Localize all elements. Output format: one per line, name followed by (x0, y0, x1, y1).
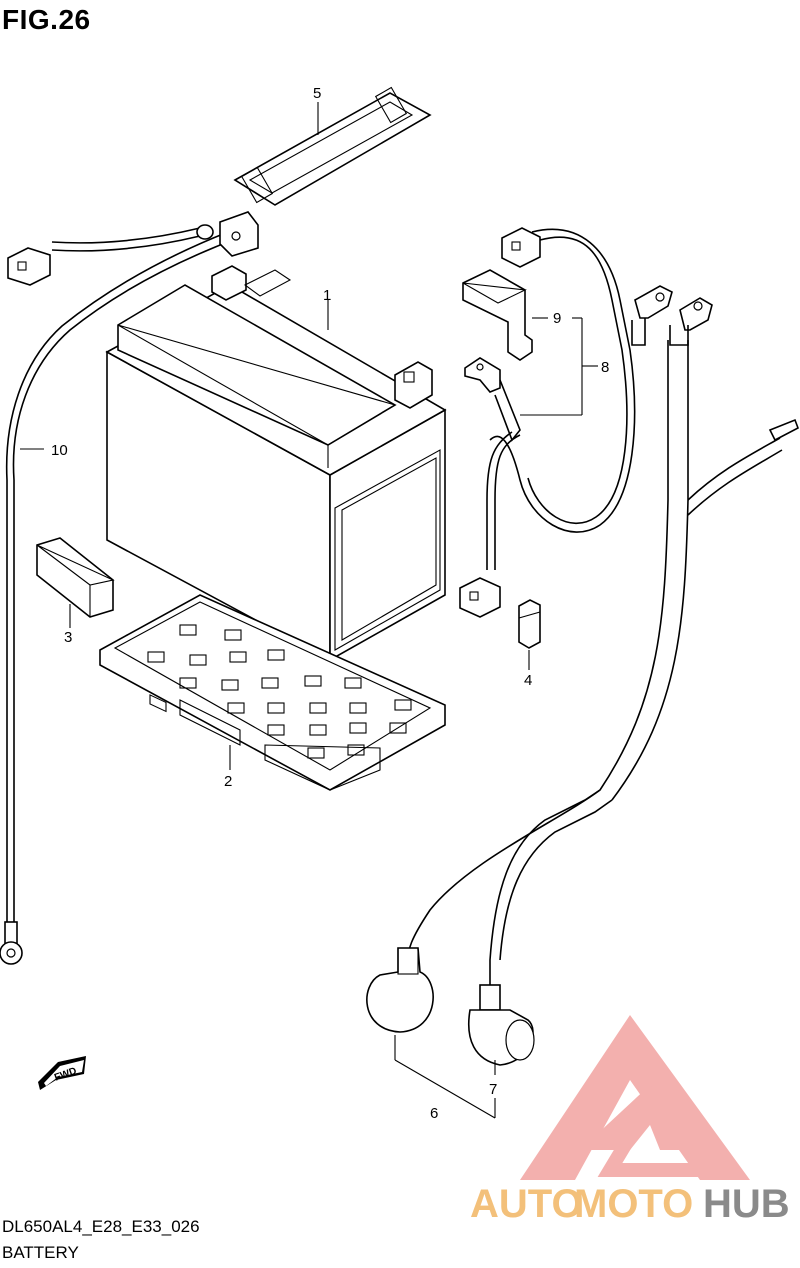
callout-7: 7 (489, 1081, 497, 1098)
callout-8: 8 (601, 359, 609, 376)
diagram-code: DL650AL4_E28_E33_026 (2, 1217, 200, 1236)
part-1-battery[interactable] (105, 265, 447, 662)
callout-10: 10 (51, 442, 68, 459)
leader-6-7-bracket (394, 1035, 496, 1119)
svg-text:AUTO: AUTO (470, 1182, 583, 1226)
part-6-7-harness[interactable] (366, 297, 799, 1066)
part-10-negative-cable[interactable] (0, 211, 259, 965)
part-4-pad[interactable] (518, 599, 541, 649)
callout-5: 5 (313, 85, 321, 102)
svg-text:HUB: HUB (703, 1182, 790, 1226)
callout-1: 1 (323, 287, 331, 304)
part-9-terminal-cover[interactable] (462, 269, 533, 361)
callout-2: 2 (224, 773, 232, 790)
part-2-battery-tray[interactable] (99, 594, 446, 791)
tray-slots (147, 624, 412, 759)
watermark-logo (520, 1015, 750, 1180)
part-5-battery-strap[interactable] (233, 86, 432, 206)
figure-title: FIG.26 (2, 4, 91, 35)
callout-6: 6 (430, 1105, 438, 1122)
callout-3: 3 (64, 629, 72, 646)
leader-8-9-bracket (520, 317, 598, 416)
callout-4: 4 (524, 672, 532, 689)
part-3-battery-pad[interactable] (36, 537, 115, 618)
diagram-name: BATTERY (2, 1243, 79, 1262)
svg-text:MOTO: MOTO (574, 1182, 693, 1226)
callout-9: 9 (553, 310, 561, 327)
part-8-positive-cable[interactable] (459, 227, 673, 618)
watermark-text: AUTO MOTO HUB (470, 1182, 790, 1226)
fwd-direction-arrow: FWD (38, 1056, 86, 1090)
